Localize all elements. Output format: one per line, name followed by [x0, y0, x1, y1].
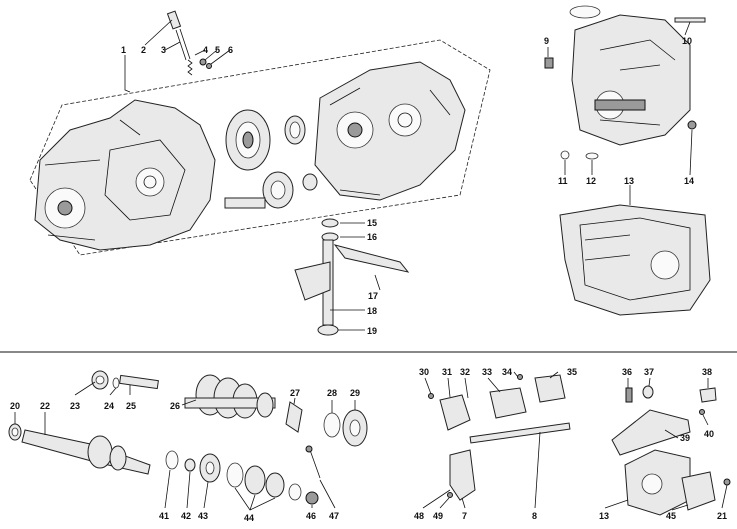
callout-35: 35	[567, 367, 577, 377]
callout-36: 36	[622, 367, 632, 377]
bearing-20	[8, 423, 22, 441]
plug-14	[687, 120, 697, 130]
actuator-39	[611, 409, 691, 456]
gear-29	[342, 409, 368, 447]
callout-44: 44	[244, 513, 254, 523]
bolt-40	[699, 409, 705, 415]
callout-38: 38	[702, 367, 712, 377]
callout-33: 33	[482, 367, 492, 377]
plug-9	[544, 57, 554, 69]
callout-34: 34	[502, 367, 512, 377]
shift-fork-31	[439, 394, 471, 431]
cover-45	[681, 471, 716, 511]
callout-42: 42	[181, 511, 191, 521]
callout-46: 46	[306, 511, 316, 521]
bolt-47	[305, 445, 321, 479]
callout-39: 39	[680, 433, 690, 443]
intermediate-gear	[225, 109, 271, 171]
output-shaft-26	[184, 374, 276, 419]
callout-4: 4	[203, 45, 208, 55]
callout-7: 7	[462, 511, 467, 521]
callout-17: 17	[368, 291, 378, 301]
switch-37	[642, 385, 654, 399]
fork-7	[449, 449, 476, 501]
synchro-set-44	[226, 462, 302, 501]
callout-5: 5	[215, 45, 220, 55]
callout-21: 21	[717, 511, 727, 521]
callout-28: 28	[327, 388, 337, 398]
nut-46	[305, 491, 319, 505]
bearing-23	[91, 370, 109, 390]
input-shaft-22	[21, 429, 151, 475]
bracket-38	[699, 387, 717, 403]
callout-32: 32	[460, 367, 470, 377]
bolt-21	[723, 478, 731, 486]
callout-41: 41	[159, 511, 169, 521]
shift-fork-35	[534, 374, 566, 403]
callout-37: 37	[644, 367, 654, 377]
shift-fork-33	[489, 387, 527, 419]
snap-ring-41	[165, 450, 179, 470]
callout-30: 30	[419, 367, 429, 377]
callout-49: 49	[433, 511, 443, 521]
callout-labels: 1 2 3 4 5 6 9 10 11 12 13 14 15 16 17 18…	[10, 36, 727, 523]
callout-48: 48	[414, 511, 424, 521]
shift-pin-set	[166, 10, 212, 76]
washer-12	[585, 152, 599, 160]
shift-shaft-assembly	[294, 218, 410, 336]
callout-13-lower: 13	[599, 511, 609, 521]
callout-9: 9	[544, 36, 549, 46]
callout-23: 23	[70, 401, 80, 411]
callout-43: 43	[198, 511, 208, 521]
housing-assembly-outline	[29, 39, 491, 256]
plug-11	[560, 150, 570, 160]
gearbox-housing	[314, 61, 466, 201]
gear-43	[199, 453, 221, 483]
bolt-30	[428, 393, 434, 399]
shaft-25	[112, 374, 159, 390]
plate-27	[285, 401, 303, 433]
bearing-ring	[284, 115, 306, 145]
callout-22: 22	[40, 401, 50, 411]
callout-47: 47	[329, 511, 339, 521]
callout-29: 29	[350, 388, 360, 398]
selector-rod-8	[469, 422, 571, 444]
housing-13	[559, 204, 711, 316]
callout-45: 45	[666, 511, 676, 521]
callout-27: 27	[290, 388, 300, 398]
callout-12: 12	[586, 176, 596, 186]
spacer-42	[184, 458, 196, 472]
callout-8: 8	[532, 511, 537, 521]
callout-11: 11	[558, 176, 568, 186]
bolt-34	[517, 374, 523, 380]
callout-15: 15	[367, 218, 377, 228]
bolt-49	[447, 492, 453, 498]
callout-24: 24	[104, 401, 114, 411]
callout-14: 14	[684, 176, 694, 186]
callout-13: 13	[624, 176, 634, 186]
ring-28	[323, 412, 341, 438]
callout-26: 26	[170, 401, 180, 411]
callout-31: 31	[442, 367, 452, 377]
callout-10: 10	[682, 36, 692, 46]
callout-6: 6	[228, 45, 233, 55]
housing-13-lower	[624, 449, 691, 516]
callout-20: 20	[10, 401, 20, 411]
callout-18: 18	[367, 306, 377, 316]
callout-1: 1	[121, 45, 126, 55]
callout-2: 2	[141, 45, 146, 55]
output-gear-shaft	[224, 171, 318, 209]
callout-19: 19	[367, 326, 377, 336]
clutch-housing	[34, 99, 216, 251]
leader-lines	[14, 19, 728, 511]
callout-40: 40	[704, 429, 714, 439]
assembled-transmission	[569, 5, 706, 146]
callout-3: 3	[161, 45, 166, 55]
callout-25: 25	[126, 401, 136, 411]
callout-16: 16	[367, 232, 377, 242]
switch-36	[625, 387, 633, 403]
